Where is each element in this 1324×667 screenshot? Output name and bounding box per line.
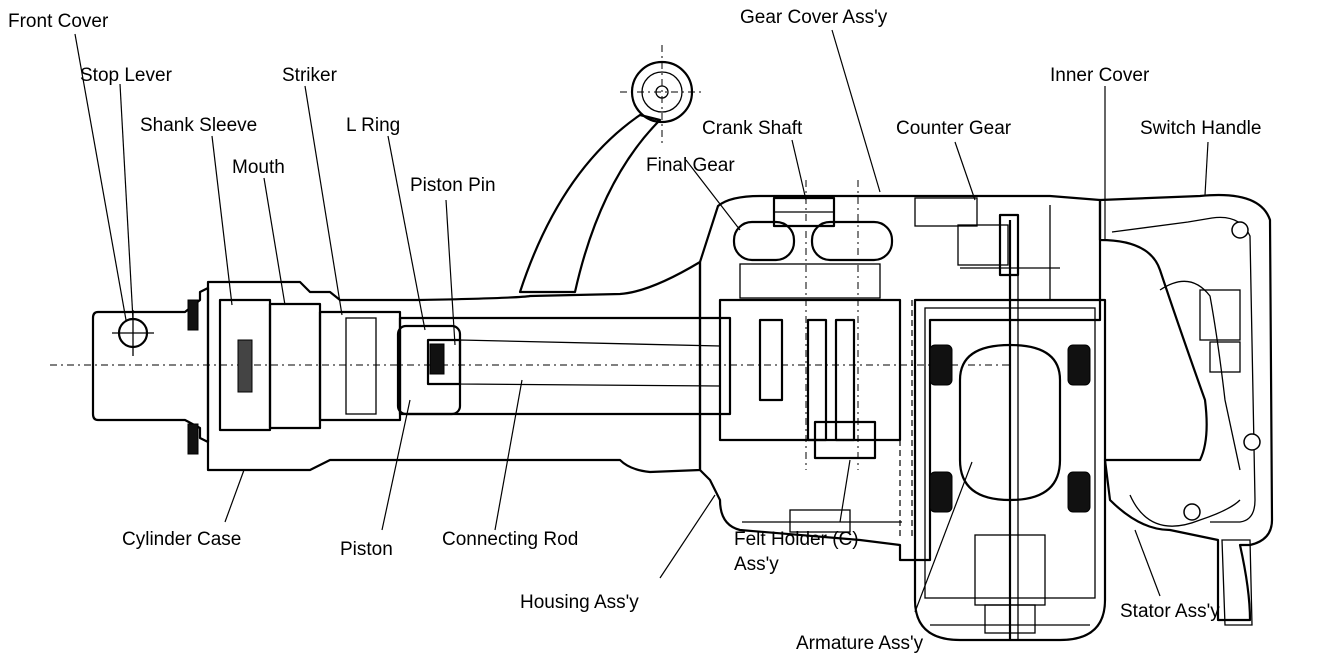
label-piston-pin: Piston Pin [410,175,496,196]
label-front-cover: Front Cover [8,11,109,32]
label-piston: Piston [340,539,393,560]
motor-section [913,220,1107,642]
label-housing: Housing Ass'y [520,592,639,613]
label-crank-shaft: Crank Shaft [702,118,803,139]
label-connecting-rod: Connecting Rod [442,529,579,550]
label-armature: Armature Ass'y [796,633,924,654]
stator-part [929,344,953,386]
final-gear-part [732,220,796,262]
side-handle-part [518,45,705,294]
label-l-ring: L Ring [346,115,401,136]
label-cylinder-case: Cylinder Case [122,529,242,550]
armature-part [958,343,1062,502]
label-stop-lever: Stop Lever [80,65,172,86]
switch-handle-part [1098,193,1274,626]
label-stator: Stator Ass'y [1120,601,1220,622]
label-felt-holder: Felt Holder (C) Ass'y [734,527,859,577]
label-switch-handle: Switch Handle [1140,118,1262,139]
label-mouth: Mouth [232,157,285,178]
mouth-part [268,302,322,430]
label-felt-holder-line1: Felt Holder (C) [734,529,859,550]
striker-part [318,310,402,422]
label-felt-holder-line2: Ass'y [734,554,779,575]
label-gear-cover: Gear Cover Ass'y [740,7,888,28]
label-striker: Striker [282,65,337,86]
housing-part [698,180,1102,562]
label-final-gear: Final Gear [646,155,735,176]
cylinder-case-part [187,260,732,474]
counter-gear-part [914,197,978,227]
leader-lines [74,29,1209,613]
felt-holder-part [813,420,877,460]
label-shank-sleeve: Shank Sleeve [140,115,258,136]
label-inner-cover: Inner Cover [1050,65,1150,86]
label-counter-gear: Counter Gear [896,118,1012,139]
connecting-rod-part [459,339,721,387]
